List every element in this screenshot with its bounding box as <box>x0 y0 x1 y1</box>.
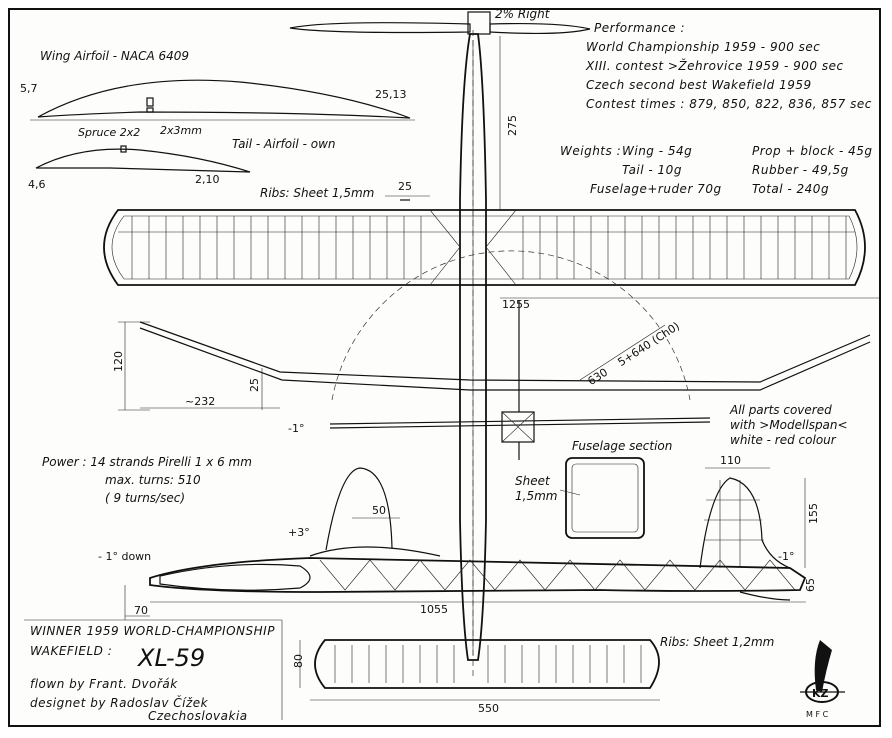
performance-heading: Performance : <box>594 21 685 35</box>
logo-letters: KZ <box>812 687 829 700</box>
wing-ribs <box>118 216 855 279</box>
kz-logo: KZ M F C <box>800 640 845 719</box>
dim-550: 550 <box>478 702 499 715</box>
wing-spruce-dim: Spruce 2x2 <box>78 126 140 139</box>
weight-prop: Prop + block - 45g <box>752 144 873 158</box>
fuselage-section: Fuselage section Sheet 1,5mm <box>515 439 672 539</box>
weights-heading: Weights : <box>560 144 621 158</box>
tail-ribs-label: Ribs: Sheet 1,2mm <box>660 635 774 649</box>
dim-232: ~232 <box>185 395 215 408</box>
performance-line-1: World Championship 1959 - 900 sec <box>586 40 820 54</box>
angle-minus-one: -1° <box>288 422 304 435</box>
credits-block: WINNER 1959 WORLD-CHAMPIONSHIP WAKEFIELD… <box>24 619 283 723</box>
stabilizer-front-view: -1° <box>288 300 711 460</box>
credits-class: WAKEFIELD : <box>30 644 112 658</box>
tail-airfoil: Tail - Airfoil - own 4,6 2,10 <box>28 137 335 191</box>
dim-1255: 1255 <box>502 298 530 311</box>
credits-designed: designet by Radoslav Čížek <box>30 695 209 710</box>
performance-line-2: XIII. contest >Žehrovice 1959 - 900 sec <box>585 58 844 73</box>
performance-line-3: Czech second best Wakefield 1959 <box>586 78 812 92</box>
dim-25-side: 25 <box>248 378 261 392</box>
fuselage-section-title: Fuselage section <box>572 439 672 453</box>
weight-total: Total - 240g <box>752 182 829 196</box>
fuselage-section-sheet: Sheet <box>515 474 551 488</box>
power-note: Power : 14 strands Pirelli 1 x 6 mm max.… <box>42 455 252 505</box>
covering-line-1: All parts covered <box>729 403 832 417</box>
dim-1055: 1055 <box>420 603 448 616</box>
wing-te-dim: 25,13 <box>375 88 407 101</box>
weight-wing: Wing - 54g <box>622 144 692 158</box>
dim-70: 70 <box>134 604 148 617</box>
tail-te-dim: 2,10 <box>195 173 220 186</box>
plan-drawing: 2% Right 275 25 Ribs: Sheet 1,5mm Wing A… <box>20 7 880 723</box>
dim-80: 80 <box>292 654 305 668</box>
wing-le-dim: 5,7 <box>20 82 38 95</box>
weight-fuselage: Fuselage+ruder 70g <box>590 182 722 196</box>
credits-country: Czechoslovakia <box>148 709 248 723</box>
dim-630: 630 <box>585 366 610 388</box>
weight-tail: Tail - 10g <box>622 163 682 177</box>
dim-50: 50 <box>372 504 386 517</box>
dim-275: 275 <box>506 115 519 136</box>
stab-ribs <box>334 645 642 683</box>
wing-top-view: 25 Ribs: Sheet 1,5mm <box>103 180 866 286</box>
angle-plus-three: +3° <box>288 526 310 539</box>
covering-line-2: with >Modellspan< <box>730 418 848 432</box>
tail-airfoil-title: Tail - Airfoil - own <box>232 137 335 151</box>
model-name: XL-59 <box>136 644 205 672</box>
credits-winner: WINNER 1959 WORLD-CHAMPIONSHIP <box>30 624 275 638</box>
credits-flown: flown by Frant. Dvořák <box>30 677 178 691</box>
covering-line-3: white - red colour <box>730 433 837 447</box>
angle-minus-one-tail: -1° <box>778 550 794 563</box>
weights-block: Weights : Wing - 54g Tail - 10g Fuselage… <box>560 144 873 196</box>
power-line-1: Power : 14 strands Pirelli 1 x 6 mm <box>42 455 252 469</box>
fuselage-section-sheet-dim: 1,5mm <box>515 489 557 503</box>
weight-rubber: Rubber - 49,5g <box>752 163 849 177</box>
prop-label: 2% Right <box>495 10 551 21</box>
fuselage-top-view: 275 <box>459 30 519 680</box>
tail-le-dim: 4,6 <box>28 178 46 191</box>
dim-110: 110 <box>720 454 741 467</box>
dim-120: 120 <box>112 351 125 372</box>
wing-airfoil-title: Wing Airfoil - NACA 6409 <box>40 49 189 63</box>
stabilizer-top-view: 80 550 Ribs: Sheet 1,2mm <box>292 635 774 715</box>
covering-note: All parts covered with >Modellspan< whit… <box>729 403 848 447</box>
dim-25-top: 25 <box>398 180 412 193</box>
fuselage-side-view: 1055 70 50 +3° - 1° down -1° 110 155 65 <box>98 454 820 620</box>
dim-65: 65 <box>804 578 817 592</box>
performance-line-4: Contest times : 879, 850, 822, 836, 857 … <box>586 97 872 111</box>
power-line-3: ( 9 turns/sec) <box>105 491 185 505</box>
dim-155: 155 <box>807 503 820 524</box>
propeller-top-view: 2% Right <box>289 7 591 35</box>
drawing-frame: 2% Right 275 25 Ribs: Sheet 1,5mm Wing A… <box>8 7 881 727</box>
wing-airfoil: Wing Airfoil - NACA 6409 5,7 25,13 2x3mm… <box>20 49 415 139</box>
wing-ribs-label: Ribs: Sheet 1,5mm <box>260 186 374 200</box>
wing-spar-dim: 2x3mm <box>160 124 202 137</box>
angle-minus-one-down: - 1° down <box>98 550 151 563</box>
dim-640: 5+640 (Ch0) <box>615 320 682 370</box>
power-line-2: max. turns: 510 <box>105 473 201 487</box>
logo-sub: M F C <box>806 710 829 719</box>
performance-block: Performance : World Championship 1959 - … <box>585 21 872 111</box>
wing-front-view: 1255 120 25 ~232 630 5+640 (Ch0) <box>112 250 880 411</box>
